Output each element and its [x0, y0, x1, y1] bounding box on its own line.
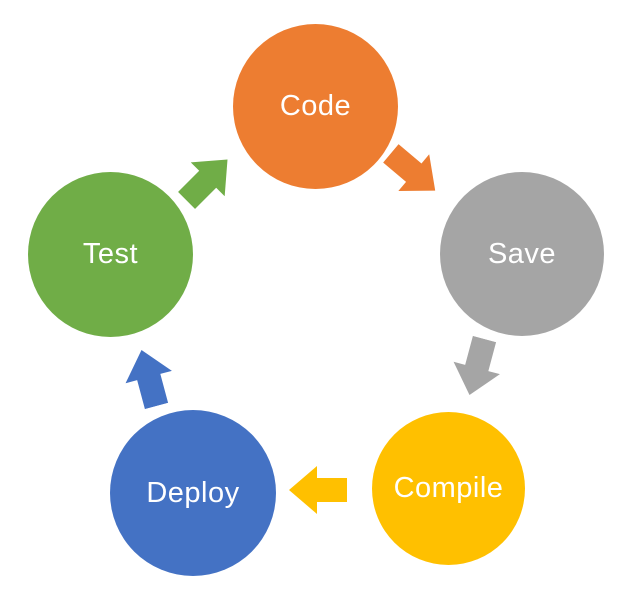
arrow-code-to-save-icon — [383, 144, 436, 192]
node-code: Code — [233, 24, 398, 189]
arrow-test-to-code-icon — [178, 159, 228, 209]
arrow-deploy-to-test-icon — [125, 349, 172, 410]
node-save-label: Save — [487, 237, 557, 270]
node-save: Save — [440, 172, 604, 336]
node-test: Test — [28, 172, 193, 337]
node-deploy-label: Deploy — [146, 476, 240, 509]
node-deploy: Deploy — [110, 410, 276, 576]
arrow-compile-to-deploy-icon — [289, 466, 347, 514]
node-compile: Compile — [372, 412, 525, 565]
arrow-save-to-compile-icon — [453, 335, 500, 396]
node-compile-label: Compile — [393, 472, 504, 504]
node-code-label: Code — [279, 90, 352, 122]
node-test-label: Test — [82, 238, 139, 270]
